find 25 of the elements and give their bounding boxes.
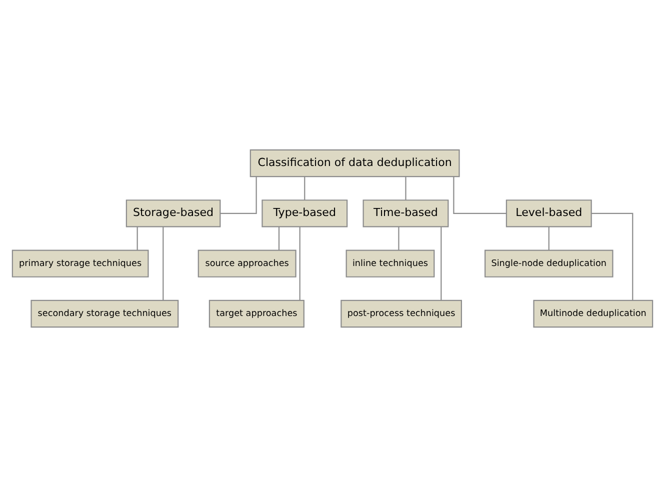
node-box: secondary storage techniques <box>30 300 179 328</box>
connector <box>405 176 406 200</box>
connector <box>398 226 400 250</box>
node-box: primary storage techniques <box>12 250 149 278</box>
connector <box>220 176 257 214</box>
connector <box>304 176 306 200</box>
connector <box>453 176 506 214</box>
node-box: Level-based <box>506 200 592 228</box>
node-box: Multinode deduplication <box>533 300 654 328</box>
node-box: Time-based <box>362 200 449 228</box>
connector <box>162 226 164 300</box>
connector <box>299 226 300 300</box>
node-box: Type-based <box>262 200 348 228</box>
node-box: source approaches <box>198 250 296 278</box>
connector <box>440 226 442 300</box>
node-box: Single-node deduplication <box>484 250 614 278</box>
node-box: target approaches <box>208 300 304 328</box>
node-box: Storage-based <box>126 200 221 228</box>
connector <box>548 226 550 250</box>
node-box: inline techniques <box>346 250 435 278</box>
connector <box>278 226 280 250</box>
connector <box>592 212 634 300</box>
connector <box>136 226 138 250</box>
node-box: post-process techniques <box>340 300 462 328</box>
node-box: Classification of data deduplication <box>250 149 460 178</box>
